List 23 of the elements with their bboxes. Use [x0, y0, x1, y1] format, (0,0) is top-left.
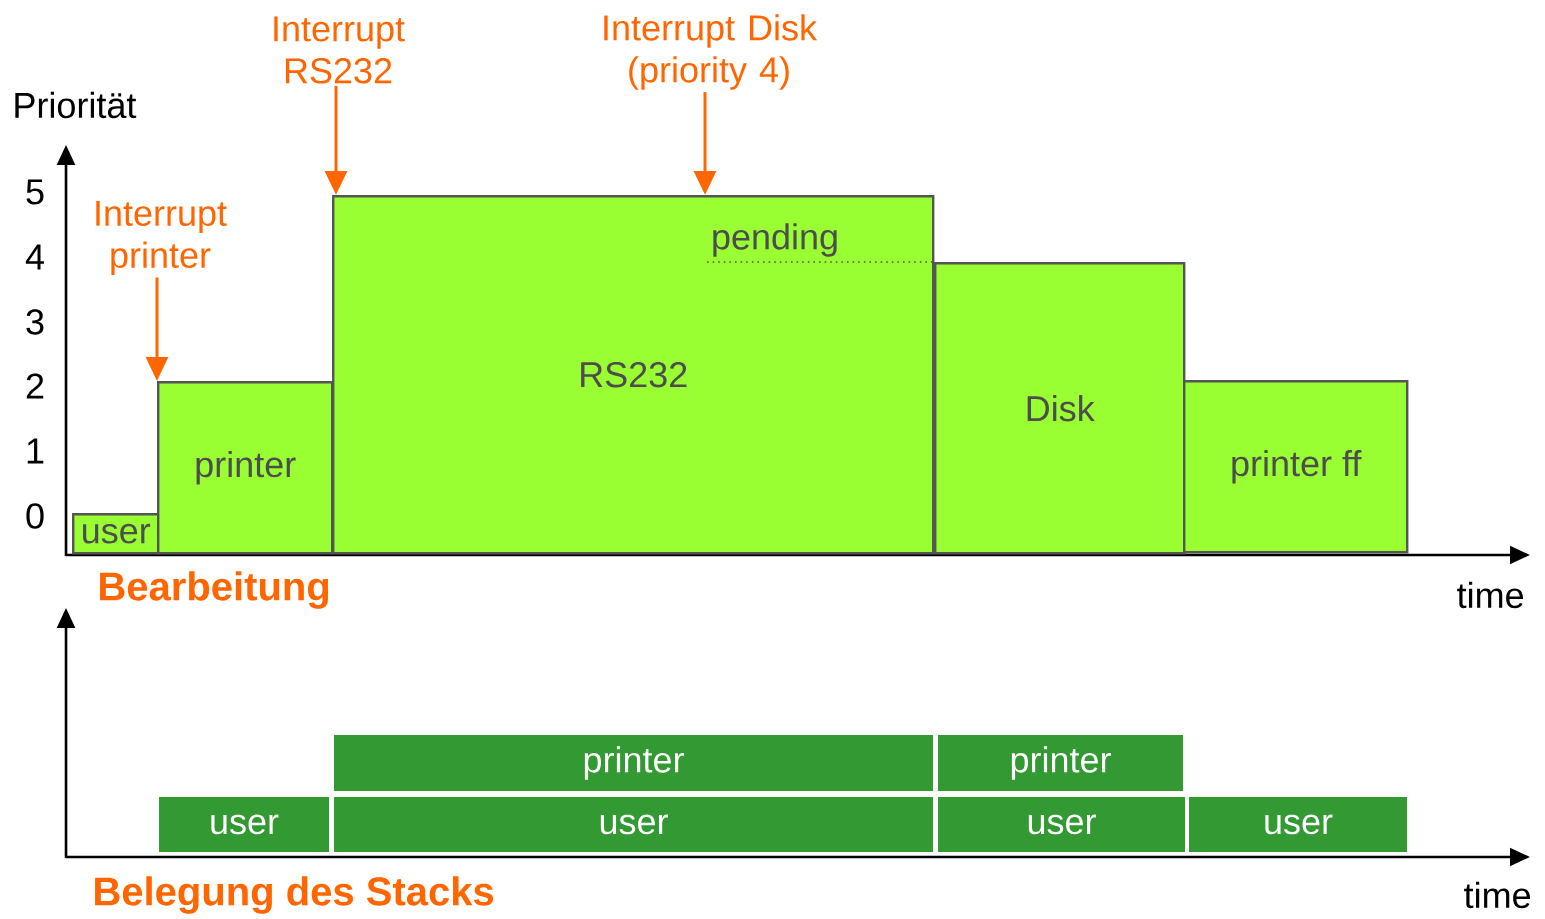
tick-label: 1	[27, 438, 44, 464]
interrupt-label: Interrupt RS232	[274, 16, 405, 84]
priority-block: user	[72, 513, 160, 555]
status-label: pending	[713, 223, 837, 257]
axis-label: time	[1464, 881, 1530, 909]
axis-label: time	[1457, 581, 1523, 609]
stack-block: printer	[935, 732, 1186, 794]
tick-label: 2	[26, 373, 44, 399]
tick-label: 3	[26, 309, 44, 335]
interrupt-label: Interrupt printer	[96, 200, 227, 276]
section-title: Belegung des Stacks	[95, 876, 494, 914]
axis-title: Priorität	[15, 91, 137, 119]
section-title: Bearbeitung	[100, 571, 329, 609]
stack-block: user	[1186, 794, 1410, 855]
priority-block: printer	[157, 381, 334, 555]
tick-label: 4	[25, 244, 44, 270]
interrupt-label: Interrupt Disk (priority 4)	[604, 14, 818, 90]
stack-block: user	[935, 794, 1188, 855]
stack-block: user	[156, 794, 332, 855]
tick-label: 5	[26, 179, 44, 205]
priority-block: printer ff	[1183, 380, 1409, 554]
priority-block: Disk	[934, 262, 1186, 555]
tick-label: 0	[26, 503, 44, 529]
